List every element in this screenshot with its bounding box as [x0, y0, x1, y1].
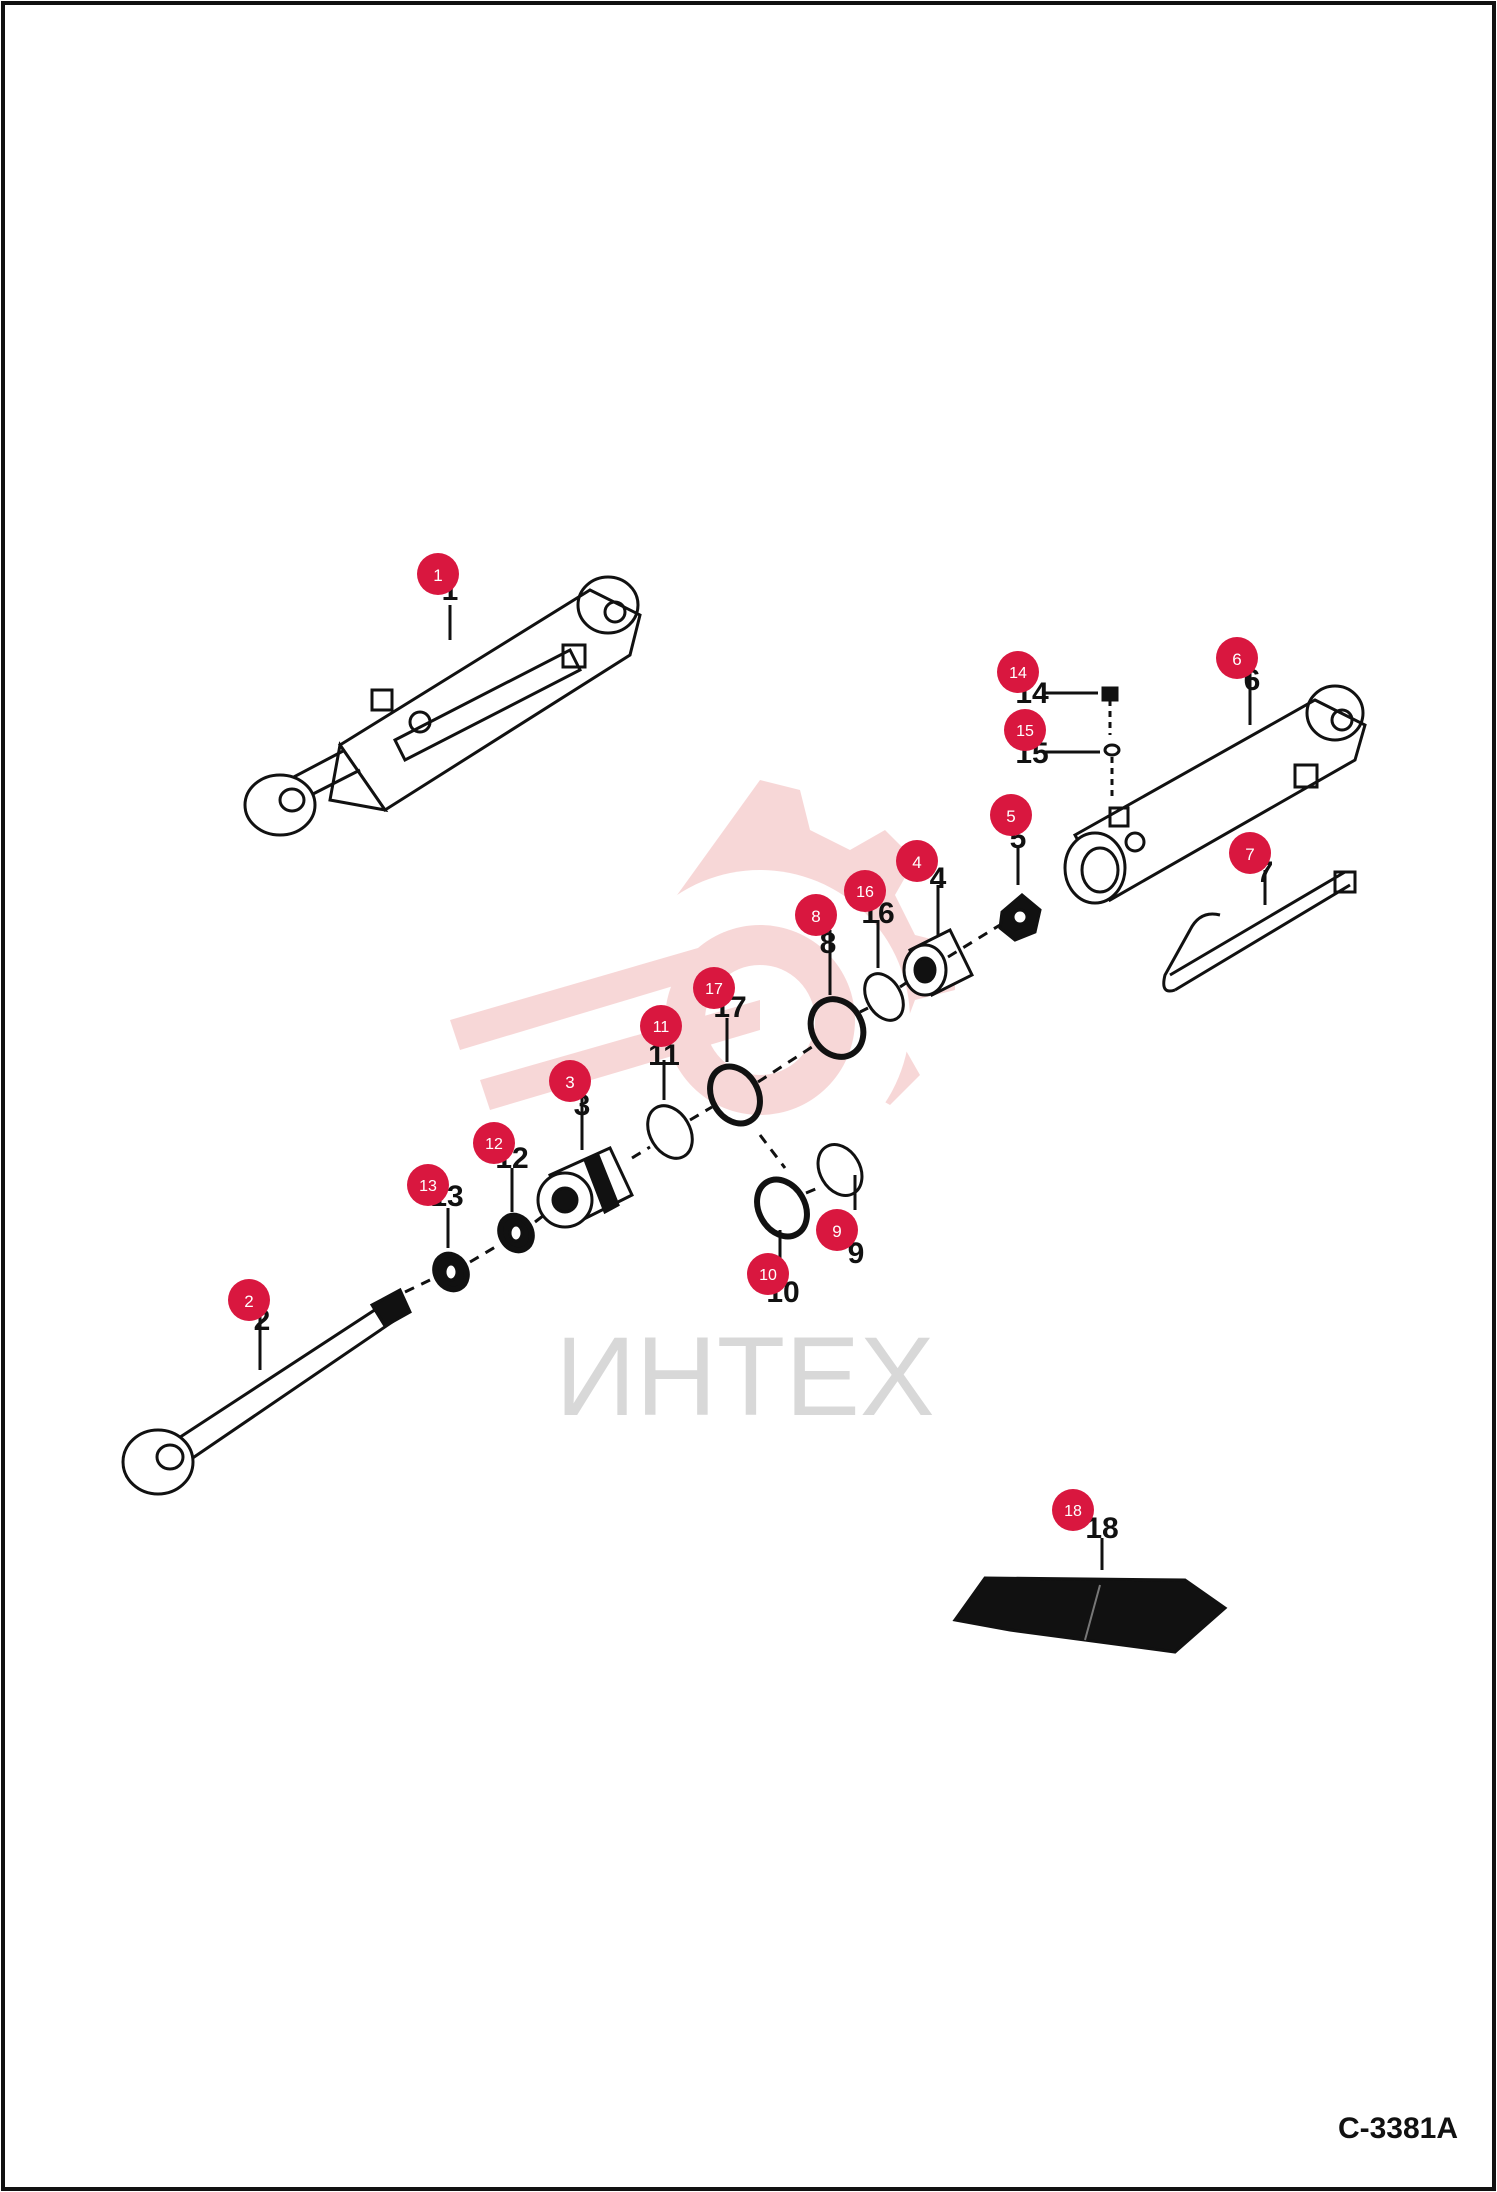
part-1-cylinder-assembly — [243, 575, 642, 837]
svg-text:10: 10 — [759, 1267, 777, 1284]
callout-badge-18[interactable]: 18 — [1052, 1489, 1094, 1531]
svg-text:2: 2 — [244, 1292, 253, 1311]
part-2-piston-rod — [121, 1287, 412, 1496]
svg-text:1: 1 — [433, 566, 442, 585]
svg-text:14: 14 — [1009, 665, 1027, 682]
svg-text:18: 18 — [1064, 1503, 1082, 1520]
assembly-centerline — [404, 923, 1001, 1294]
callout-badges: 1 2 3 4 5 6 7 8 9 10 11 12 13 14 15 16 1… — [228, 553, 1271, 1531]
callout-badge-11[interactable]: 11 — [640, 1005, 682, 1047]
svg-text:15: 15 — [1016, 723, 1034, 740]
part-16-o-ring — [863, 972, 905, 1022]
part-7-tube-line — [1162, 870, 1357, 993]
callout-badge-10[interactable]: 10 — [747, 1253, 789, 1295]
callout-badge-7[interactable]: 7 — [1229, 832, 1271, 874]
svg-text:13: 13 — [419, 1178, 437, 1195]
callout-badge-17[interactable]: 17 — [693, 967, 735, 1009]
svg-text:3: 3 — [565, 1073, 574, 1092]
callout-badge-5[interactable]: 5 — [990, 794, 1032, 836]
part-17-seal — [707, 1063, 763, 1127]
part-5-nut — [998, 893, 1042, 942]
part-number-labels: 1 2 3 4 5 6 7 8 9 10 11 12 13 14 15 16 1… — [254, 574, 1274, 1545]
svg-text:9: 9 — [832, 1222, 841, 1241]
part-13-wiper — [432, 1251, 470, 1293]
part-label-9: 9 — [848, 1237, 865, 1270]
leader-lines — [258, 605, 1267, 1570]
part-11-o-ring — [646, 1104, 694, 1160]
callout-badge-13[interactable]: 13 — [407, 1164, 449, 1206]
callout-badge-9[interactable]: 9 — [816, 1209, 858, 1251]
part-4-piston — [902, 927, 975, 998]
svg-text:16: 16 — [856, 884, 874, 901]
svg-text:8: 8 — [811, 907, 820, 926]
callout-badge-3[interactable]: 3 — [549, 1060, 591, 1102]
part-6-barrel — [1063, 684, 1367, 905]
part-12-seal — [497, 1212, 535, 1254]
svg-text:6: 6 — [1232, 650, 1241, 669]
callout-badge-2[interactable]: 2 — [228, 1279, 270, 1321]
callout-badge-15[interactable]: 15 — [1004, 709, 1046, 751]
callout-badge-4[interactable]: 4 — [896, 840, 938, 882]
callout-badge-14[interactable]: 14 — [997, 651, 1039, 693]
callout-badge-12[interactable]: 12 — [473, 1122, 515, 1164]
watermark-text: ИНТЕХ — [555, 1314, 934, 1439]
svg-text:11: 11 — [653, 1019, 670, 1036]
part-8-seal — [807, 996, 867, 1060]
drawing-code: C-3381A — [1338, 2112, 1458, 2145]
svg-text:4: 4 — [912, 853, 921, 872]
callout-badge-6[interactable]: 6 — [1216, 637, 1258, 679]
part-label-8: 8 — [820, 927, 837, 960]
callout-badge-16[interactable]: 16 — [844, 870, 886, 912]
part-10-seal — [754, 1176, 810, 1240]
part-15-washer — [1103, 743, 1121, 800]
callout-badge-1[interactable]: 1 — [417, 553, 459, 595]
svg-text:12: 12 — [485, 1136, 503, 1153]
part-14-bolt — [1101, 686, 1119, 735]
callout-badge-8[interactable]: 8 — [795, 894, 837, 936]
svg-text:7: 7 — [1245, 845, 1254, 864]
svg-text:5: 5 — [1006, 807, 1015, 826]
part-18-seal-kit-bag — [952, 1576, 1228, 1654]
svg-text:17: 17 — [705, 981, 723, 998]
part-3-gland — [536, 1146, 634, 1229]
